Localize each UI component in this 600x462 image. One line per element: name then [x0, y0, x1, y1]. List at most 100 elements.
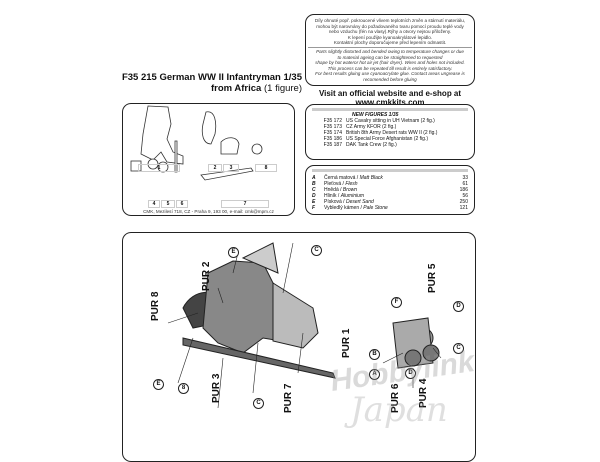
parts-box: 1 2 3 8 4 5 6 7 CMK, Mezilesí 718, CZ - …: [122, 103, 295, 216]
figure-name: US Special Force Afghanistan (2 fig.): [346, 136, 428, 142]
website-url[interactable]: www.cmkkits.com: [355, 97, 425, 107]
new-figure-item: F35 186 US Special Force Afghanistan (2 f…: [312, 136, 468, 142]
paint-callout: E: [228, 247, 239, 258]
address: CMK, Mezilesí 718, CZ - Praha 9, 193 00,…: [143, 209, 274, 214]
paint-en: Flesh: [345, 181, 358, 187]
notice-line: to material ageing can be straightened t…: [337, 54, 443, 60]
paint-callout: C: [311, 245, 322, 256]
part-label: 3: [223, 164, 239, 172]
paint-number: 56: [462, 193, 468, 199]
new-figures-heading: NEW FIGURES 1/35: [352, 112, 399, 118]
paint-number: 186: [459, 187, 468, 193]
paint-en: Matt Black: [359, 175, 383, 181]
notice-line: recomended before gluing: [363, 76, 417, 82]
assembly-label: PUR 5: [427, 263, 438, 293]
paint-callout: A: [369, 369, 380, 380]
notice-line: Parts slightly distorted and bended owin…: [316, 48, 464, 54]
parts-drawing: [130, 105, 263, 181]
notice-line: mohou být narovnány do požadovaného tvar…: [316, 23, 464, 29]
figure-count: (1 figure): [263, 83, 302, 94]
notice-line: For best results gluing use cyanoacrylat…: [315, 71, 465, 77]
paint-number: 33: [462, 175, 468, 181]
part-label: 2: [208, 164, 222, 172]
new-figure-item: F35 172 US Cavalry sitting in UH Vietnam …: [312, 118, 468, 124]
product-title: F35 215 German WW II Infantryman 1/35 fr…: [112, 72, 302, 94]
part-label: 6: [176, 200, 188, 208]
notice-line: nebo vzduchu (fén na vlasy).Rýhy a otvor…: [328, 29, 452, 35]
assembly-label: PUR 8: [150, 291, 161, 321]
paint-letter: C: [312, 187, 316, 193]
paint-number: 61: [462, 181, 468, 187]
notice-line: K lepení použijte kyanoakrylátové lepidl…: [347, 34, 433, 40]
paint-callout: E: [153, 379, 164, 390]
assembly-label: PUR 7: [283, 383, 294, 413]
paint-cz: Hnědá: [324, 187, 339, 193]
notice-box: Díly ohnuté popř. pokroucené vlivem tepl…: [305, 14, 475, 86]
part-label: 7: [221, 200, 269, 208]
paint-callout: C: [253, 398, 264, 409]
assembly-box: PUR 8 PUR 2 PUR 3 PUR 7 PUR 1 PUR 5 PUR …: [122, 232, 476, 462]
paint-cz: Písková: [324, 199, 342, 205]
figure-name: CZ Army KFOR (2 fig.): [346, 124, 397, 130]
paint-callout: D: [405, 368, 416, 379]
paint-letter: A: [312, 175, 316, 181]
paint-en: Brown: [342, 187, 358, 193]
part-label: 5: [161, 200, 175, 208]
paint-letter: F: [312, 205, 316, 211]
figure-code: F35 173: [323, 124, 342, 130]
assembly-label: PUR 2: [201, 261, 212, 291]
paint-callout: 8: [178, 383, 189, 394]
figure-code: F35 172: [323, 118, 342, 124]
notice-cz: Díly ohnuté popř. pokroucené vlivem tepl…: [308, 18, 472, 46]
assembly-label: PUR 1: [341, 328, 352, 358]
paint-letter: E: [312, 199, 316, 205]
paint-number: 250: [459, 199, 468, 205]
paint-callout: C: [453, 343, 464, 354]
paint-en: Desert Sand: [345, 199, 374, 205]
website-line1: Visit an official website and e-shop at: [318, 89, 462, 98]
paint-letter: D: [312, 193, 316, 199]
figure-code: F35 187: [323, 142, 342, 148]
watermark: Japan: [350, 390, 448, 430]
paint-cz: Černá matová: [324, 175, 356, 181]
new-figures-box: NEW FIGURES 1/35 F35 172 US Cavalry sitti…: [305, 104, 475, 160]
paint-callout: B: [369, 349, 380, 360]
new-figure-item: F35 173 CZ Army KFOR (2 fig.): [312, 124, 468, 130]
assembly-drawing: [167, 242, 442, 409]
notice-en: Parts slightly distorted and bended owin…: [308, 49, 472, 83]
part-label: 4: [148, 200, 160, 208]
figure-code: F35 186: [323, 136, 342, 142]
new-figure-item: F35 187 DAK Tank Crew (2 fig.): [312, 142, 468, 148]
assembly-label: PUR 3: [211, 373, 222, 403]
notice-line: Kontaktní plochy doporučujeme před lepen…: [333, 40, 447, 46]
title-line2: from Africa: [211, 83, 262, 94]
part-label: 8: [255, 164, 277, 172]
paint-callout: D: [453, 301, 464, 312]
new-figures-list: F35 172 US Cavalry sitting in UH Vietnam …: [312, 118, 468, 148]
notice-line: shape by hot wateror hot air jet (hair d…: [315, 60, 465, 66]
part-label: 1: [138, 164, 180, 172]
figure-name: US Cavalry sitting in UH Vietnam (2 fig.…: [346, 118, 435, 124]
paint-en: Aluminium: [340, 193, 365, 199]
paint-cz: Hliník: [324, 193, 337, 199]
paint-callout: F: [391, 297, 402, 308]
figure-name: DAK Tank Crew (2 fig.): [346, 142, 397, 148]
title-line1: F35 215 German WW II Infantryman 1/35: [121, 72, 302, 83]
notice-line: This process can be repeated till result…: [327, 65, 453, 71]
paint-cz: Pleťová: [324, 181, 342, 187]
website-text: Visit an official website and e-shop at …: [305, 89, 475, 107]
paint-number: 121: [459, 205, 468, 211]
paint-letter: B: [312, 181, 316, 187]
paint-en: Pale Stone: [363, 205, 388, 211]
figure-code: F35 174: [323, 130, 342, 136]
paint-cz: Vybledlý kámen: [324, 205, 360, 211]
